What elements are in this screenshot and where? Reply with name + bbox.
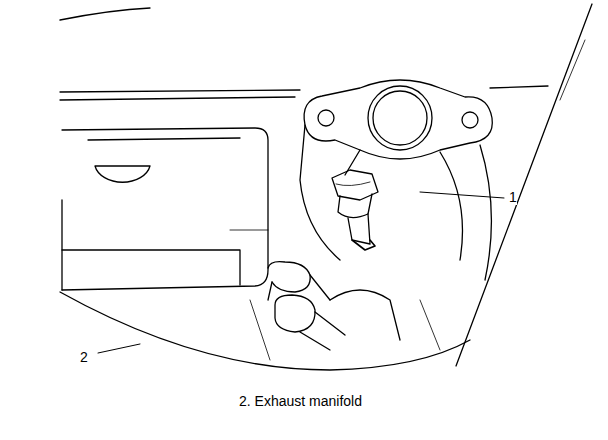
callout-number: 2: [80, 350, 88, 365]
figure-caption: 2. Exhaust manifold: [239, 394, 362, 409]
callout-number: 1: [509, 190, 517, 205]
